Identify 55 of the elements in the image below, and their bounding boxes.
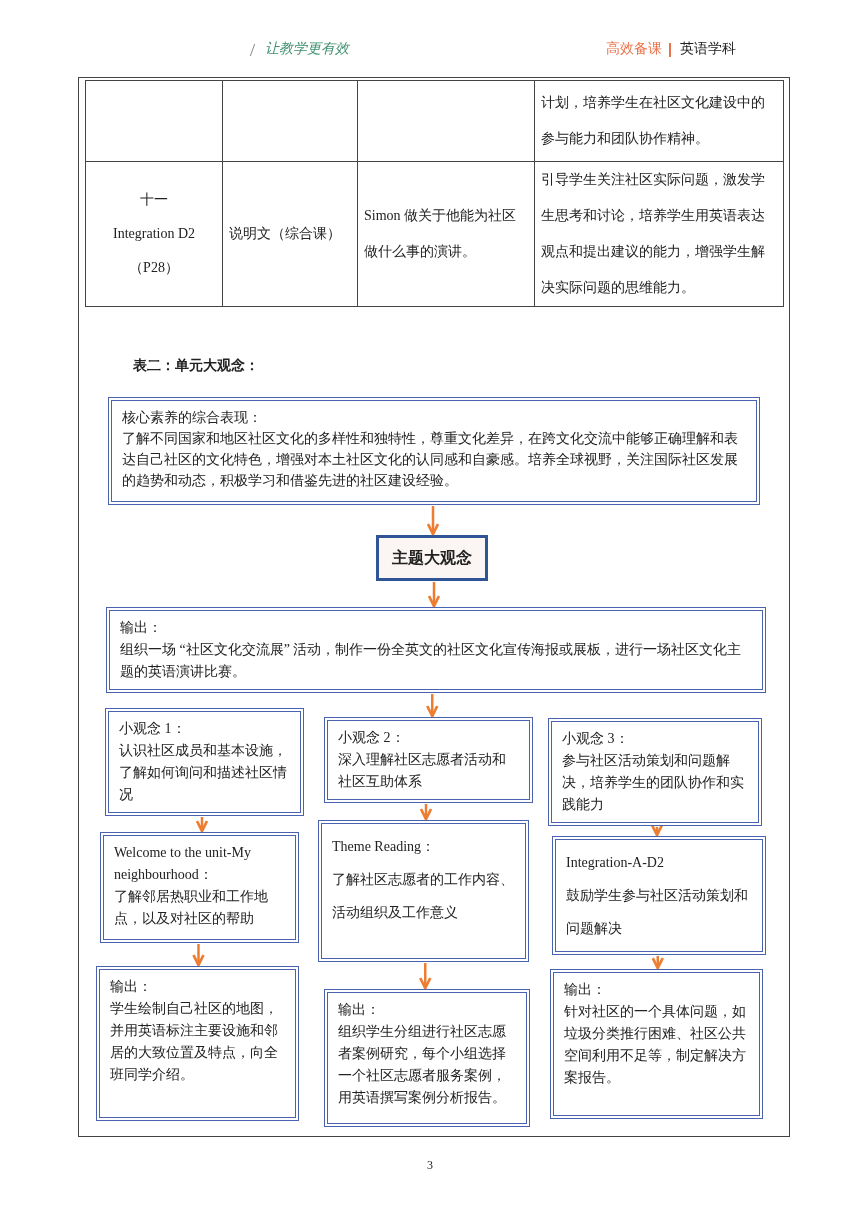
slogan-text: 让教学更有效 [265, 40, 349, 58]
box-text: 参与社区活动策划和问题解决，培养学生的团队协作和实践能力 [562, 752, 745, 814]
text-box [552, 836, 766, 955]
table-cell: Simon 做关于他能为社区做什么事的演讲。 [357, 161, 535, 307]
box-heading: 输出： [338, 1001, 381, 1019]
box-heading: 小观念 1： [119, 720, 187, 738]
text-box [106, 607, 766, 693]
arrow [192, 944, 205, 967]
text-box [318, 820, 529, 962]
table-cell: 引导学生关注社区实际问题，激发学生思考和讨论，培养学生用英语表达观点和提出建议的能力，增强学生解决实际问题的思维能力。 [534, 161, 784, 307]
table-cell: 说明文（综合课） [222, 161, 358, 307]
box-heading: 小观念 2： [338, 729, 406, 747]
box-heading: Welcome to the unit-My neighbourhood： [114, 844, 252, 884]
text-box [100, 832, 299, 943]
arrow [418, 963, 432, 990]
text-box [105, 708, 304, 816]
arrow [425, 694, 439, 718]
box-text: 了解不同国家和地区社区文化的多样性和独特性，尊重文化差异，在跨文化交流中能够正确理解和表达自己社区的文化特色，增强对本土社区文化的认同感和自豪感。培养全球视野，关注国际社区发展的趋势和动态，积极学习和借鉴先进的社区建设经验。 [122, 430, 739, 490]
box-heading: Theme Reading： [332, 838, 437, 856]
table-cell: 计划，培养学生在社区文化建设中的参与能力和团队协作精神。 [534, 80, 784, 162]
box-text: 深入理解社区志愿者活动和社区互助体系 [338, 751, 507, 791]
box-heading: 输出： [110, 978, 153, 996]
box-text: 针对社区的一个具体问题，如垃圾分类推行困难、社区公共空间利用不足等，制定解决方案报告。 [564, 1003, 747, 1087]
box-heading: 核心素养的综合表现： [122, 409, 263, 427]
table-cell-text: （P28） [128, 259, 180, 277]
arrow [195, 817, 209, 833]
header-tag: 英语学科 [680, 40, 736, 58]
arrow [651, 956, 665, 970]
arrow [426, 506, 440, 536]
text-box [96, 966, 299, 1121]
arrow [419, 804, 433, 821]
text-box [108, 397, 760, 505]
box-heading: Integration-A-D2 [566, 854, 665, 872]
table-cell-text: 十一 [139, 191, 169, 209]
box-heading: 输出： [120, 619, 163, 637]
box-heading: 小观念 3： [562, 730, 630, 748]
concept-box [376, 535, 488, 581]
section-heading: 表二：单元大观念： [133, 357, 259, 375]
header-tag: 高效备课 [606, 40, 662, 58]
text-box [548, 718, 762, 826]
box-text: 学生绘制自己社区的地图，并用英语标注主要设施和邻居的大致位置及特点，向全班同学介绍。 [110, 1000, 279, 1084]
box-text: 组织学生分组进行社区志愿者案例研究，每个小组选择一个社区志愿者服务案例，用英语撰写案例分析报告。 [338, 1023, 507, 1107]
box-text: 了解社区志愿者的工作内容、活动组织及工作意义 [332, 871, 515, 922]
box-heading: 输出： [564, 981, 607, 999]
text-box [550, 969, 763, 1119]
box-text: 了解邻居热职业和工作地点，以及对社区的帮助 [114, 888, 269, 928]
text-box [324, 717, 533, 803]
box-text: 鼓励学生参与社区活动策划和问题解决 [566, 887, 749, 938]
text-box [324, 989, 530, 1127]
box-text: 认识社区成员和基本设施，了解如何询问和描述社区情况 [119, 742, 288, 804]
table-cell-text: Integration D2 [112, 225, 196, 243]
arrow [427, 582, 441, 608]
page-number: 3 [427, 1158, 433, 1173]
box-title: 主题大观念 [392, 548, 472, 568]
box-text: 组织一场 “社区文化交流展” 活动，制作一份全英文的社区文化宣传海报或展板，进行一场社区文化主题的英语演讲比赛。 [120, 641, 743, 681]
